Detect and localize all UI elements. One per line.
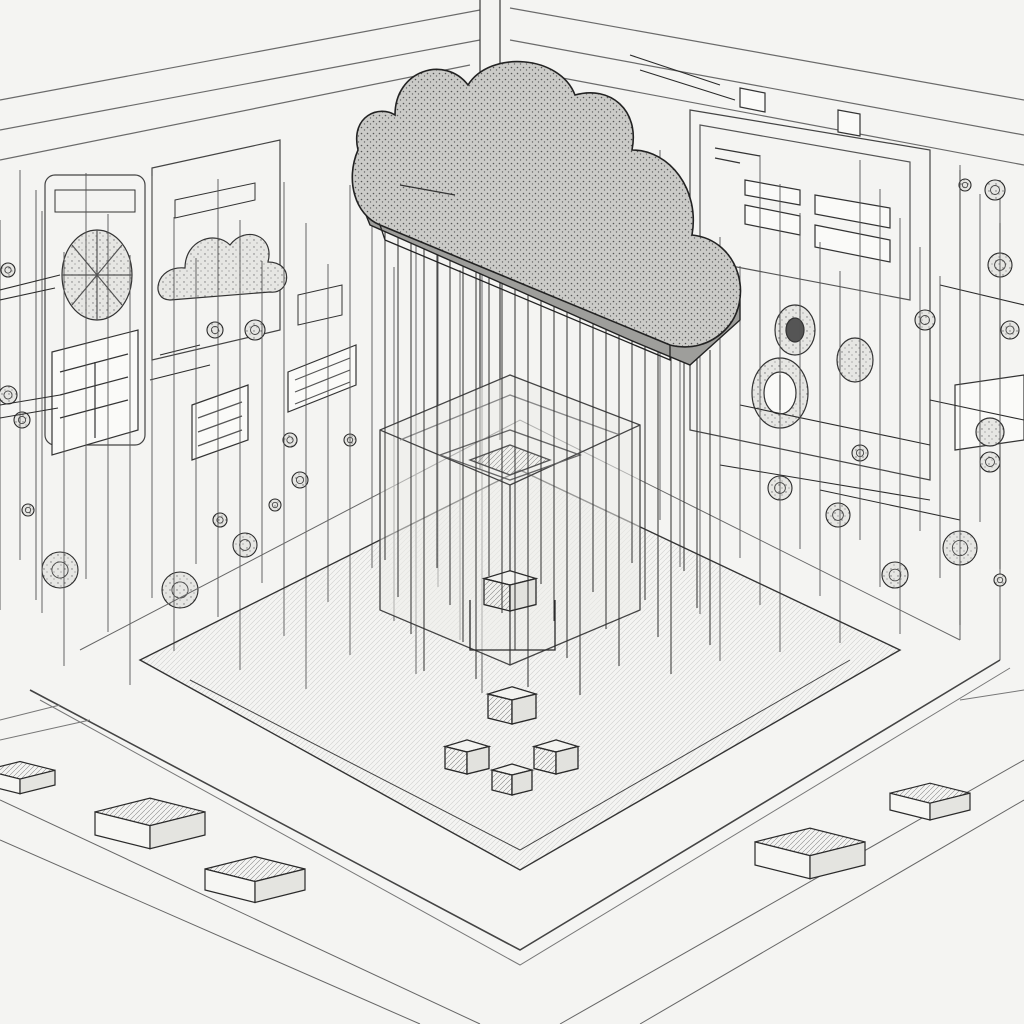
floor-box: [889, 782, 971, 821]
connector-node-core: [250, 325, 260, 335]
cube-right: [511, 693, 537, 725]
window-icon: [714, 147, 891, 263]
connector-wire: [0, 407, 59, 419]
box-side: [149, 811, 206, 850]
connector-node-core: [24, 506, 32, 514]
connector-node: [268, 498, 282, 512]
cube-left: [444, 745, 468, 775]
cube-right: [509, 577, 537, 612]
cube-right: [511, 769, 533, 796]
connector-wire: [0, 394, 61, 406]
pie-chart-icon: [61, 229, 133, 321]
window-bar: [297, 284, 343, 326]
box-side: [929, 792, 971, 821]
connector-node-core: [1005, 325, 1015, 335]
cloud-icon: [351, 60, 742, 366]
connector-node: [212, 512, 228, 528]
floor-boxes: [0, 760, 971, 904]
connector-node-core: [210, 325, 220, 335]
connector-node: [993, 573, 1007, 587]
window-bar: [54, 189, 136, 213]
cube-left: [483, 577, 511, 612]
node-cube: [489, 763, 535, 796]
cube-left: [487, 693, 513, 725]
node-cubes: [442, 570, 581, 796]
server-cube-icon: [379, 374, 641, 666]
floor-box: [204, 855, 306, 904]
connector-node: [282, 432, 298, 448]
connector-node: [0, 262, 16, 278]
window-icon: [287, 344, 357, 413]
cube-left: [533, 745, 557, 775]
connector-wire: [0, 274, 61, 291]
connector-node-core: [920, 315, 930, 325]
window-bar: [174, 182, 256, 219]
cube-stand: [469, 600, 556, 651]
floor-box: [754, 827, 866, 880]
cube-right: [466, 745, 490, 775]
monitor-icon: [191, 384, 249, 461]
connector-node: [21, 503, 35, 517]
cube-left: [491, 769, 513, 796]
cube-right: [555, 745, 579, 775]
connector-node: [881, 561, 909, 589]
connector-node: [41, 551, 79, 589]
cloud-icon: [157, 233, 288, 301]
connector-node: [291, 471, 309, 489]
node-cube: [442, 739, 492, 775]
connector-wire: [929, 399, 1024, 421]
connector-node: [825, 502, 851, 528]
connector-node-core: [832, 509, 844, 521]
connector-node-core: [985, 457, 995, 467]
connector-node-core: [990, 185, 1000, 195]
connector-node-core: [286, 436, 294, 444]
connector-node: [1000, 320, 1020, 340]
floor-box: [0, 760, 56, 795]
connector-node: [914, 309, 936, 331]
node-cube: [481, 570, 539, 612]
connector-node: [958, 178, 972, 192]
gear-icon: [774, 304, 874, 383]
node-cube: [531, 739, 581, 775]
lock-icon: [739, 87, 861, 137]
connector-node-core: [3, 390, 13, 400]
connector-node-core: [996, 576, 1004, 584]
connector-wire: [159, 344, 201, 356]
floor-box: [94, 797, 206, 850]
cloud-data-lines: [384, 220, 711, 695]
box-side: [254, 868, 306, 904]
window-icon: [51, 329, 139, 456]
connector-node: [161, 571, 199, 609]
connector-wire: [0, 287, 56, 301]
connector-node-core: [51, 561, 69, 579]
connector-node: [244, 319, 266, 341]
connector-node: [13, 411, 31, 429]
connector-node-core: [216, 516, 224, 524]
connector-wire: [739, 404, 931, 446]
connector-wire: [819, 489, 961, 521]
connector-node: [0, 385, 18, 405]
connector-node: [232, 532, 258, 558]
connector-wire: [629, 54, 721, 86]
connector-wire: [719, 464, 931, 501]
connector-wire: [149, 364, 211, 381]
connector-wire: [939, 284, 1024, 306]
connector-node: [984, 179, 1006, 201]
connector-node-core: [4, 266, 12, 274]
connector-node-core: [295, 475, 305, 485]
connector-node-core: [271, 501, 279, 509]
node-cube: [485, 686, 539, 725]
box-side: [809, 841, 866, 880]
connector-node-core: [17, 415, 27, 425]
box-side: [19, 769, 56, 795]
connector-nodes: [0, 178, 1020, 609]
connector-node: [979, 451, 1001, 473]
connector-node: [206, 321, 224, 339]
connector-wire: [639, 69, 736, 101]
connector-node-core: [961, 181, 969, 189]
connector-node-core: [888, 568, 902, 582]
